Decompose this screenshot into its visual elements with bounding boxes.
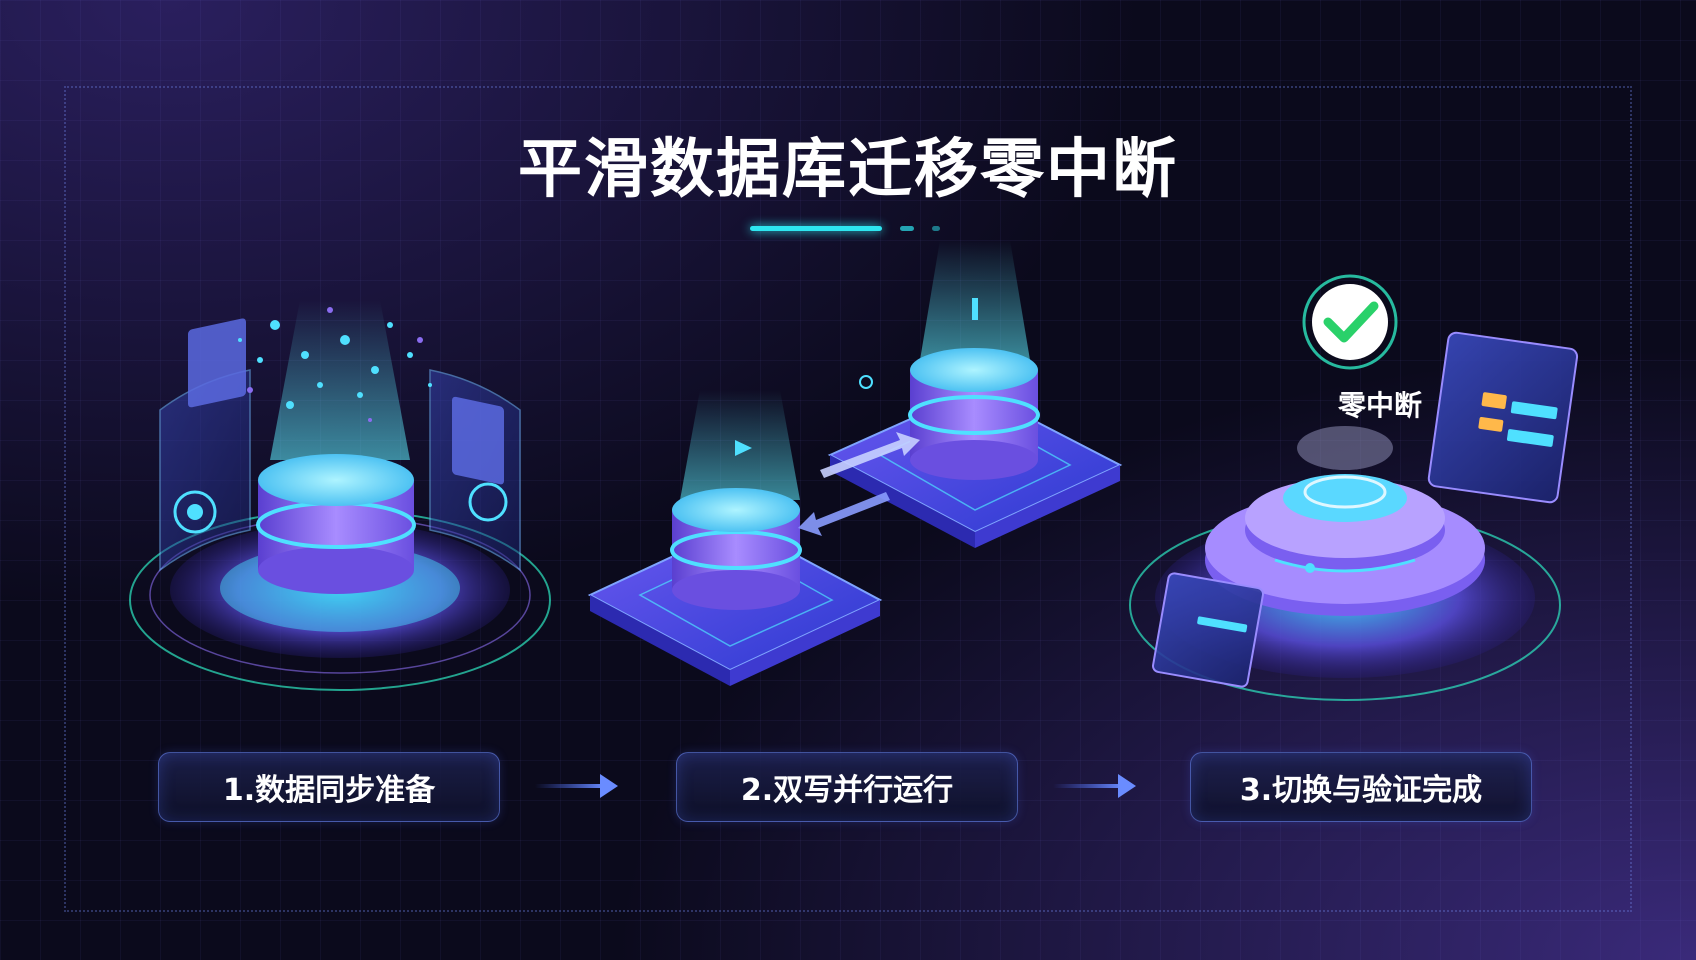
step-3-switch-verify: 3.切换与验证完成 — [1190, 752, 1532, 822]
dotted-frame — [64, 86, 1632, 912]
scene-switch-verify — [1129, 331, 1579, 701]
check-icon — [1302, 274, 1398, 370]
scene-dual-write — [587, 240, 1123, 686]
zero-downtime-label: 零中断 — [1337, 389, 1422, 422]
step-1-sync-preparation: 1.数据同步准备 — [158, 752, 500, 822]
flow-arrow-icon — [1053, 774, 1136, 798]
title-underline-dot — [900, 226, 914, 231]
title-underline — [750, 226, 882, 231]
page-title: 平滑数据库迁移零中断 — [518, 133, 1178, 207]
flow-arrow-icon — [535, 774, 618, 798]
scene-sync-preparation — [129, 300, 551, 691]
title-underline-dot — [932, 226, 940, 231]
step-2-dual-write: 2.双写并行运行 — [676, 752, 1018, 822]
